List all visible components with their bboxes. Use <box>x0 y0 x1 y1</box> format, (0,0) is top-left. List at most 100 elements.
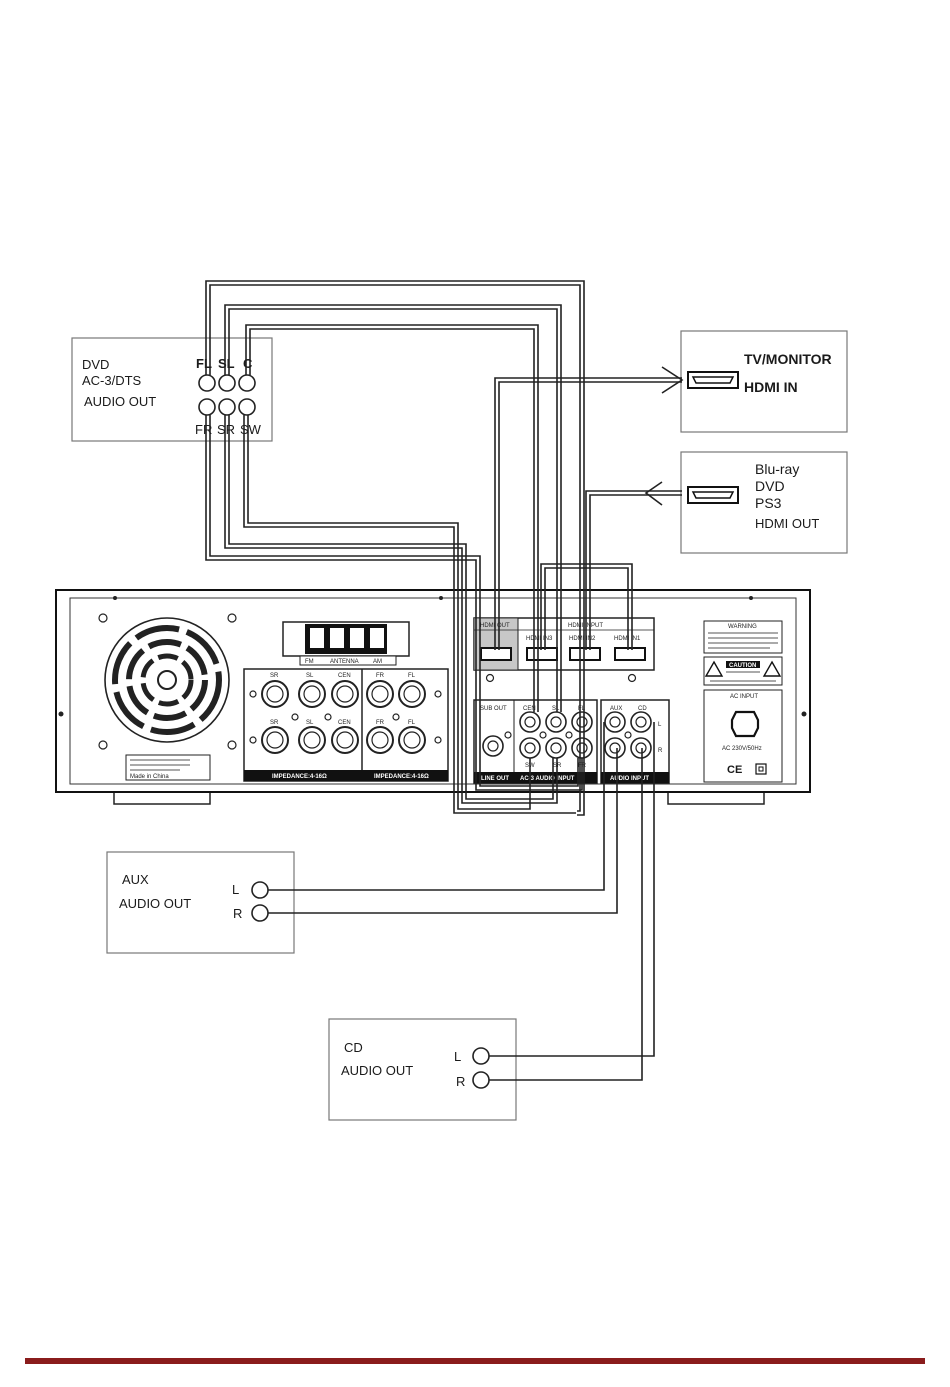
spk-label: FR <box>376 673 385 679</box>
cable-dvd-sw <box>243 415 576 814</box>
ce-mark: CE <box>727 764 742 776</box>
source-line1: Blu-ray <box>755 461 799 477</box>
impedance-left-label: IMPEDANCE:4-16Ω <box>272 774 327 780</box>
dvd-title-line2: AC-3/DTS <box>82 373 142 388</box>
analog-audio-input-panel: AUDIO INPUT AUX CD L R <box>600 699 670 784</box>
dvd-title-line3: AUDIO OUT <box>84 394 156 409</box>
cd-line1: CD <box>344 1040 363 1055</box>
dvd-audio-out-box: DVD AC-3/DTS AUDIO OUT FL SL C FR SR SW <box>71 337 273 442</box>
antenna-terminal: FM ANTENNA AM <box>282 621 410 666</box>
aux-jack-r <box>251 904 269 922</box>
aux-col-label: AUX <box>610 706 622 712</box>
cables <box>205 280 684 1081</box>
cable-dvd-fl <box>205 280 585 816</box>
spk-label: SL <box>306 720 314 726</box>
dvd-label-sl: SL <box>218 356 235 371</box>
cable-hdmi-loop <box>540 563 633 650</box>
source-line3: PS3 <box>755 495 782 511</box>
dvd-label-fl: FL <box>196 356 212 371</box>
spk-label: CEN <box>338 720 351 726</box>
footer-rule <box>25 1358 925 1364</box>
impedance-right-label: IMPEDANCE:4-16Ω <box>374 774 429 780</box>
lineout-label: LINE OUT <box>481 776 509 782</box>
tv-monitor-box: TV/MONITOR HDMI IN <box>680 330 848 433</box>
lr-mark-r: R <box>658 748 663 754</box>
cd-right-label: R <box>456 1074 465 1089</box>
hdmi-connector-icon <box>687 486 739 504</box>
cd-audio-out-box: CD AUDIO OUT L R <box>328 1018 517 1121</box>
cd-jack-l <box>472 1047 490 1065</box>
ac-rating: AC 230V/50Hz <box>722 746 762 752</box>
cd-line2: AUDIO OUT <box>341 1063 413 1078</box>
cable-hdmi-out-to-tv <box>494 366 684 650</box>
dvd-jack-sw <box>238 398 256 416</box>
spk-label: SR <box>270 720 279 726</box>
ac3-label: CEN <box>523 706 536 712</box>
warning-triangle-icon <box>762 660 782 677</box>
cable-dvd-sl <box>224 304 562 712</box>
spk-label: FL <box>408 720 416 726</box>
aux-jack-l <box>251 881 269 899</box>
dvd-jack-c <box>238 374 256 392</box>
cable-dvd-fr <box>205 415 583 791</box>
warning-title: WARNING <box>728 624 757 630</box>
aux-line1: AUX <box>122 872 149 887</box>
ac3-label: FL <box>578 706 586 712</box>
warning-triangle-icon <box>704 660 724 677</box>
dvd-label-sw: SW <box>240 422 262 437</box>
cable-dvd-sr <box>224 415 558 804</box>
made-in-text: Made in China <box>130 774 169 780</box>
aux-right-label: R <box>233 906 242 921</box>
am-label: AM <box>373 659 382 665</box>
warning-label-area: WARNING CAUTION AC INPUT AC 230V/50Hz CE <box>703 620 783 783</box>
aux-line2: AUDIO OUT <box>119 896 191 911</box>
spk-label: FL <box>408 673 416 679</box>
caution-title: CAUTION <box>729 663 756 669</box>
tv-line1: TV/MONITOR <box>744 351 832 367</box>
product-label-plate: Made in China <box>125 754 211 781</box>
dvd-title-line1: DVD <box>82 357 109 372</box>
ac3-caption: AC-3 AUDIO INPUT <box>520 776 575 782</box>
fm-label: FM <box>305 659 314 665</box>
hdmi-in3-label: HDMI IN3 <box>526 636 553 642</box>
cable-cd-left <box>489 722 655 1057</box>
aux-audio-out-box: AUX AUDIO OUT L R <box>106 851 295 954</box>
cd-jack-r <box>472 1071 490 1089</box>
power-inlet-icon <box>730 710 760 738</box>
source-device-box: Blu-ray DVD PS3 HDMI OUT <box>680 451 848 554</box>
lr-mark-l: L <box>658 722 662 728</box>
dvd-label-sr: SR <box>217 422 235 437</box>
spk-label: CEN <box>338 673 351 679</box>
cable-aux-left <box>268 722 605 891</box>
source-line4: HDMI OUT <box>755 516 819 531</box>
hdmi-out-port <box>480 647 512 661</box>
cd-col-label: CD <box>638 706 647 712</box>
spk-label: SR <box>270 673 279 679</box>
impedance-bar-right <box>362 770 448 781</box>
tv-line2: HDMI IN <box>744 379 798 395</box>
hdmi-connector-icon <box>687 371 739 389</box>
ac3-label: SL <box>552 706 560 712</box>
subout-label: SUB OUT <box>480 706 507 712</box>
spk-label: SL <box>306 673 314 679</box>
hdmi-in2-port <box>569 647 601 661</box>
dvd-label-c: C <box>243 356 253 371</box>
receiver-foot-left <box>113 791 211 805</box>
cable-aux-right <box>268 748 618 914</box>
speaker-terminals: IMPEDANCE:4-16Ω IMPEDANCE:4-16Ω SR SL CE… <box>243 668 449 782</box>
hdmi-in1-port <box>614 647 646 661</box>
dvd-label-fr: FR <box>195 422 212 437</box>
impedance-bar-left <box>244 770 362 781</box>
ac-input-label: AC INPUT <box>730 694 758 700</box>
audio-input-caption: AUDIO INPUT <box>610 776 649 782</box>
receiver-foot-right <box>667 791 765 805</box>
antenna-label: ANTENNA <box>330 659 359 665</box>
cable-cd-right <box>489 748 643 1081</box>
cable-hdmi-source-to-in2 <box>585 481 682 650</box>
dvd-jack-fl <box>198 374 216 392</box>
dvd-jack-fr <box>198 398 216 416</box>
aux-left-label: L <box>232 882 239 897</box>
cable-dvd-c <box>245 324 539 712</box>
hdmi-panel: HDMI OUT HDMI INPUT HDMI IN3 HDMI IN2 HD… <box>473 617 655 683</box>
